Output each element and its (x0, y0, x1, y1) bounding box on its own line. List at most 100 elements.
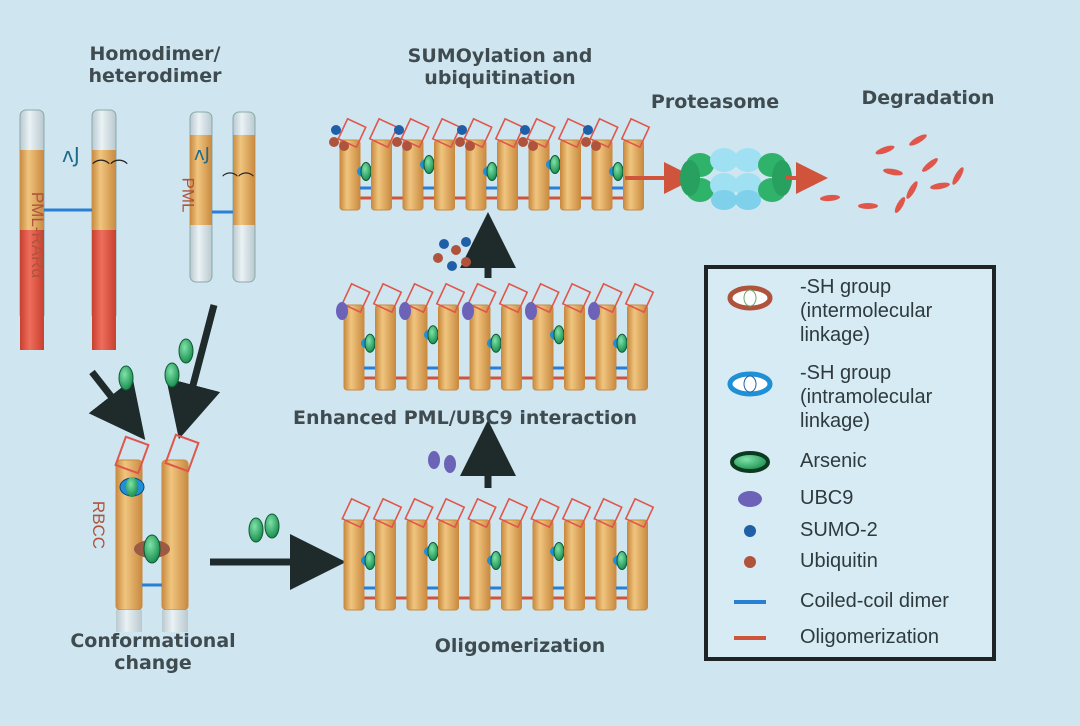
oligomerization-line-icon (734, 636, 766, 640)
legend-text-coiled-coil: Coiled-coil dimer (800, 590, 949, 612)
legend-text-sh-intra: -SH group (intramolecular linkage) (800, 362, 933, 432)
arrow-to-oligomerization (210, 513, 346, 590)
arsenic-bound (364, 551, 376, 570)
rbcc-cap (435, 497, 466, 529)
pml-cylinder (434, 139, 455, 211)
pml-cylinder (375, 304, 396, 391)
pml-cylinder (623, 139, 644, 211)
conformational-change-label: Conformational change (70, 630, 236, 674)
rbcc-cap (494, 117, 525, 149)
arsenic-bound (423, 155, 435, 174)
pml-cylinder (469, 304, 491, 391)
ubc9-bound (462, 302, 474, 320)
rbcc-cap (467, 497, 497, 529)
ubc9-bound (336, 302, 348, 320)
legend-text-oligomerization: Oligomerization (800, 626, 939, 648)
ubiquitin-icon (744, 556, 756, 568)
pml-rara-dimer: ʌJ ⌒⌒ (19, 109, 128, 350)
pml-cylinder (560, 139, 581, 211)
legend-text-arsenic: Arsenic (800, 450, 867, 472)
rbcc-cap (620, 117, 651, 149)
oligomer-row-bottom (341, 497, 655, 611)
pml-rara-label: PML-RARα (28, 191, 48, 279)
arrow-left-down (88, 369, 146, 441)
rbcc-cap (624, 497, 655, 529)
sumo-bound (331, 125, 341, 135)
pml-cylinder (343, 519, 365, 611)
oligomerization-label: Oligomerization (434, 635, 606, 657)
oligomer-row-top (329, 117, 651, 211)
legend-text-sumo2: SUMO-2 (800, 519, 878, 541)
arsenic-bound (490, 333, 502, 353)
svg-text:ʌJ: ʌJ (194, 144, 210, 165)
pml-cylinder (438, 519, 459, 611)
legend: -SH group (intermolecular linkage) -SH g… (704, 265, 996, 661)
rbcc-cap (561, 497, 592, 529)
conformational-dimer (114, 433, 200, 632)
rbcc-cap (467, 282, 497, 314)
legend-text-sh-inter: -SH group (intermolecular linkage) (800, 276, 933, 346)
pml-cylinder (564, 304, 585, 391)
proteasome (625, 148, 828, 210)
ubiquitin-bound (329, 137, 339, 147)
ubiquitin-bound (581, 137, 591, 147)
arsenic-bound (427, 325, 439, 345)
pml-cylinder (532, 519, 554, 611)
enhanced-interaction-label: Enhanced PML/UBC9 interaction (293, 407, 637, 429)
rbcc-cap (593, 497, 623, 529)
ubc9-icon (738, 491, 762, 507)
pml-cylinder (438, 304, 459, 391)
rbcc-cap (624, 282, 655, 314)
arsenic-icon (730, 451, 770, 473)
rbcc-cap (372, 497, 403, 529)
pml-cylinder (501, 519, 522, 611)
sumo-bound (520, 125, 530, 135)
pml-label: PML (178, 177, 198, 213)
ubc9-bound (399, 302, 411, 320)
legend-text-ubc9: UBC9 (800, 487, 854, 509)
rbcc-cap (404, 282, 434, 314)
pml-cylinder (375, 519, 396, 611)
pml-cylinder (371, 139, 392, 211)
rbcc-label: RBCC (89, 500, 109, 550)
homodimer-label: Homodimer/ heterodimer (88, 43, 222, 87)
sh-intermolecular-icon (727, 285, 773, 311)
ubiquitin-bound (465, 141, 475, 151)
arsenic-bound (616, 551, 628, 570)
rbcc-cap (530, 497, 560, 529)
rbcc-cap (593, 282, 623, 314)
free-arsenic (118, 338, 194, 391)
pml-cylinder (564, 519, 585, 611)
free-ubc9 (428, 451, 456, 473)
legend-text-ubiquitin: Ubiquitin (800, 550, 878, 572)
arsenic-bound (612, 162, 624, 181)
pml-cylinder (627, 304, 648, 391)
sumo-bound (457, 125, 467, 135)
arsenic-bound (486, 162, 498, 181)
arsenic-bound (616, 333, 628, 353)
pml-cylinder (595, 304, 617, 391)
pml-cylinder (627, 519, 648, 611)
rbcc-cap (498, 497, 529, 529)
arsenic-bound (553, 542, 565, 561)
ubiquitin-bound (518, 137, 528, 147)
arsenic-bound (490, 551, 502, 570)
rbcc-cap (341, 497, 371, 529)
rbcc-cap (561, 282, 592, 314)
svg-text:ʌJ: ʌJ (62, 143, 80, 167)
ubiquitin-bound (339, 141, 349, 151)
pml-cylinder (497, 139, 518, 211)
ubc9-bound (525, 302, 537, 320)
oligomer-row-middle (336, 282, 655, 391)
sh-intramolecular-icon (727, 371, 773, 397)
free-sumo-ubiquitin (433, 237, 471, 271)
rbcc-cap (498, 282, 529, 314)
ubiquitin-bound (591, 141, 601, 151)
rbcc-cap (435, 282, 466, 314)
rbcc-cap (368, 117, 399, 149)
pml-cylinder (406, 304, 428, 391)
pml-cylinder (469, 519, 491, 611)
coiled-coil-dimer-icon (734, 600, 766, 604)
